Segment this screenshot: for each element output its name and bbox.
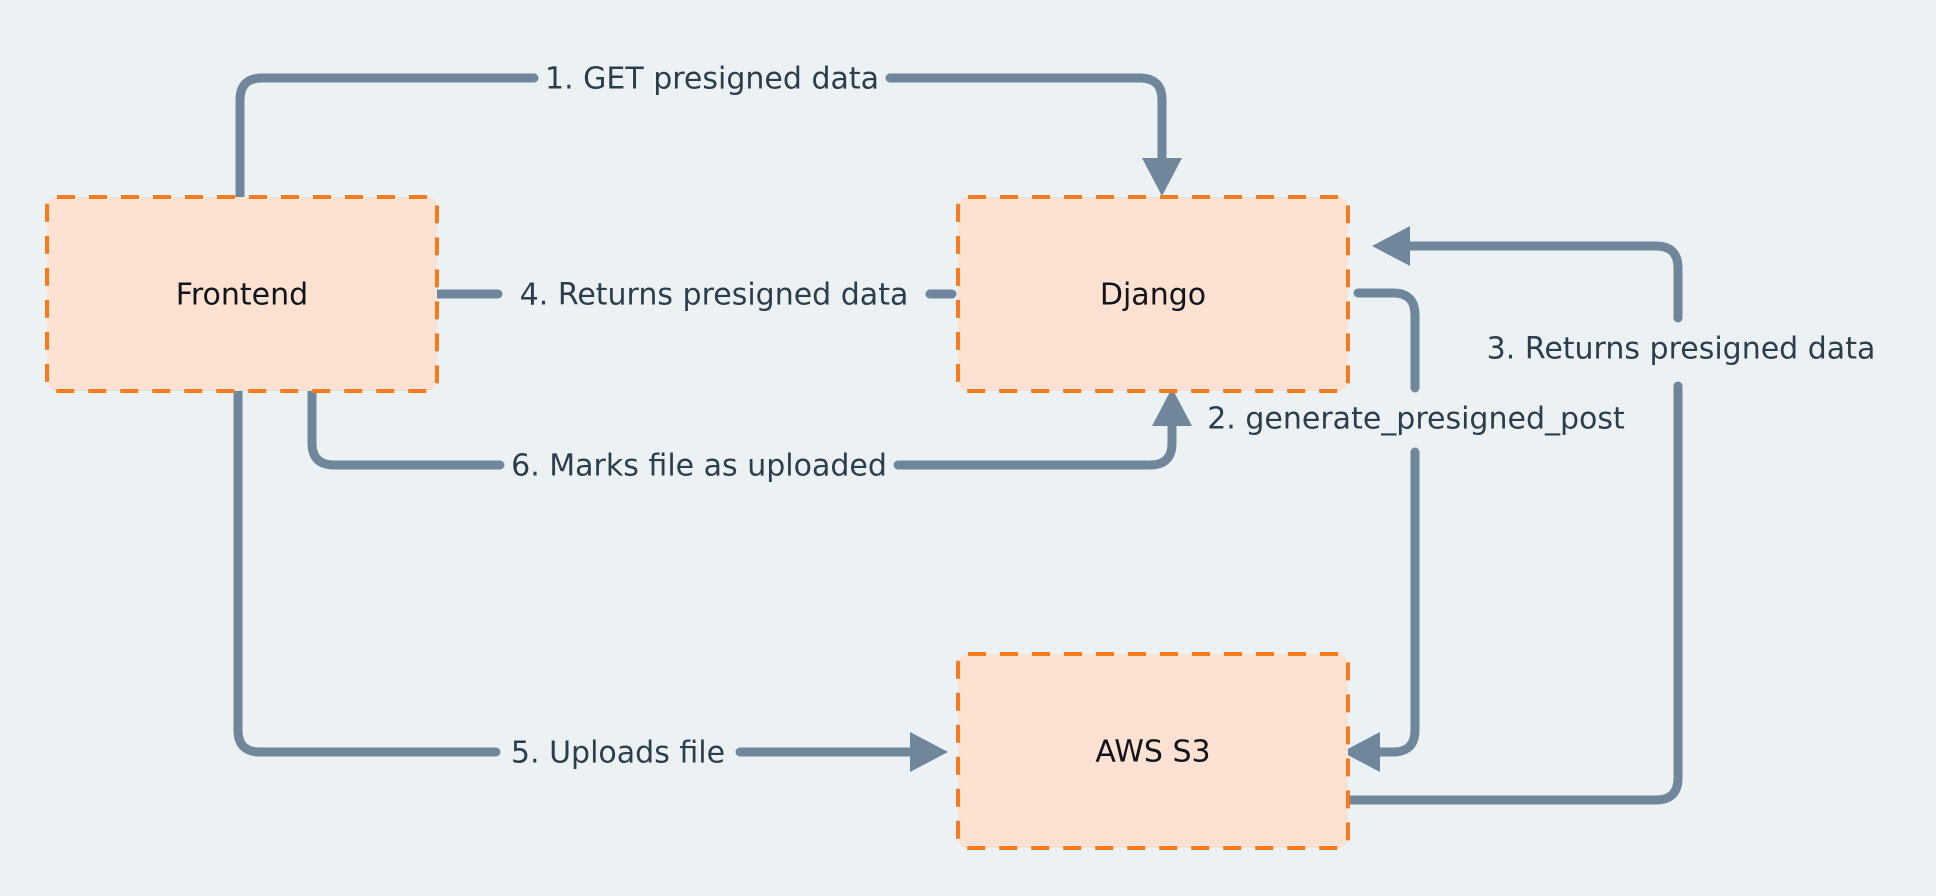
edge-1-path [235,73,539,203]
edge-5-label-group: 5. Uploads file [502,730,734,774]
edge-5-label: 5. Uploads file [511,736,725,771]
edge-1-arrowhead [1142,158,1182,196]
edge-5-arrowhead [910,732,948,772]
edge-4-label: 4. Returns presigned data [520,278,909,313]
node-frontend-label: Frontend [176,278,308,313]
edge-6-arrowhead [1152,388,1192,426]
edge-4-label-group: 4. Returns presigned data [504,272,924,316]
edge-3-label: 3. Returns presigned data [1487,332,1876,367]
edge-1-label: 1. GET presigned data [545,62,879,97]
edge-6-path-tail [893,417,1177,470]
node-django[interactable]: Django [956,195,1350,393]
edge-1-label-backdrop [540,56,884,100]
node-django-box[interactable] [956,195,1350,393]
edge-3-path-upper [1401,241,1683,323]
edge-6-label: 6. Marks file as uploaded [511,449,887,484]
node-frontend-box[interactable] [45,195,439,393]
edge-6-label-backdrop [506,443,892,487]
node-aws-s3-label: AWS S3 [1095,735,1210,770]
edge-1-path-tail [885,73,1167,167]
edge-1-get-presigned-data [235,73,1182,203]
edge-6-path-head [307,387,505,470]
edge-2-path-lower [1371,447,1420,757]
edge-3-label-group: 3. Returns presigned data [1478,326,1884,370]
edge-6-label-group: 6. Marks file as uploaded [506,443,892,487]
edge-5-uploads-file [233,387,948,772]
edge-4-label-backdrop [504,272,924,316]
edge-2-label-group: 2. generate_presigned_post [1198,396,1634,440]
node-django-label: Django [1100,278,1206,313]
edge-5-path-head [233,387,501,757]
edge-2-generate-presigned-post [1342,288,1420,772]
node-aws-s3-box[interactable] [956,652,1350,850]
edge-5-label-backdrop [502,730,734,774]
edge-3-path-lower [1345,381,1683,805]
node-frontend[interactable]: Frontend [45,195,439,393]
edge-1-label-group: 1. GET presigned data [540,56,884,100]
node-aws-s3[interactable]: AWS S3 [956,652,1350,850]
edge-2-label: 2. generate_presigned_post [1207,402,1625,437]
edge-3-arrowhead [1372,226,1410,266]
edge-3-returns-presigned-data [1345,226,1683,805]
edge-2-arrowhead [1342,732,1380,772]
edge-6-marks-file-as-uploaded [307,387,1192,470]
edge-2-path-upper [1353,288,1420,393]
edge-2-label-backdrop [1198,396,1634,440]
edge-3-label-backdrop [1478,326,1884,370]
